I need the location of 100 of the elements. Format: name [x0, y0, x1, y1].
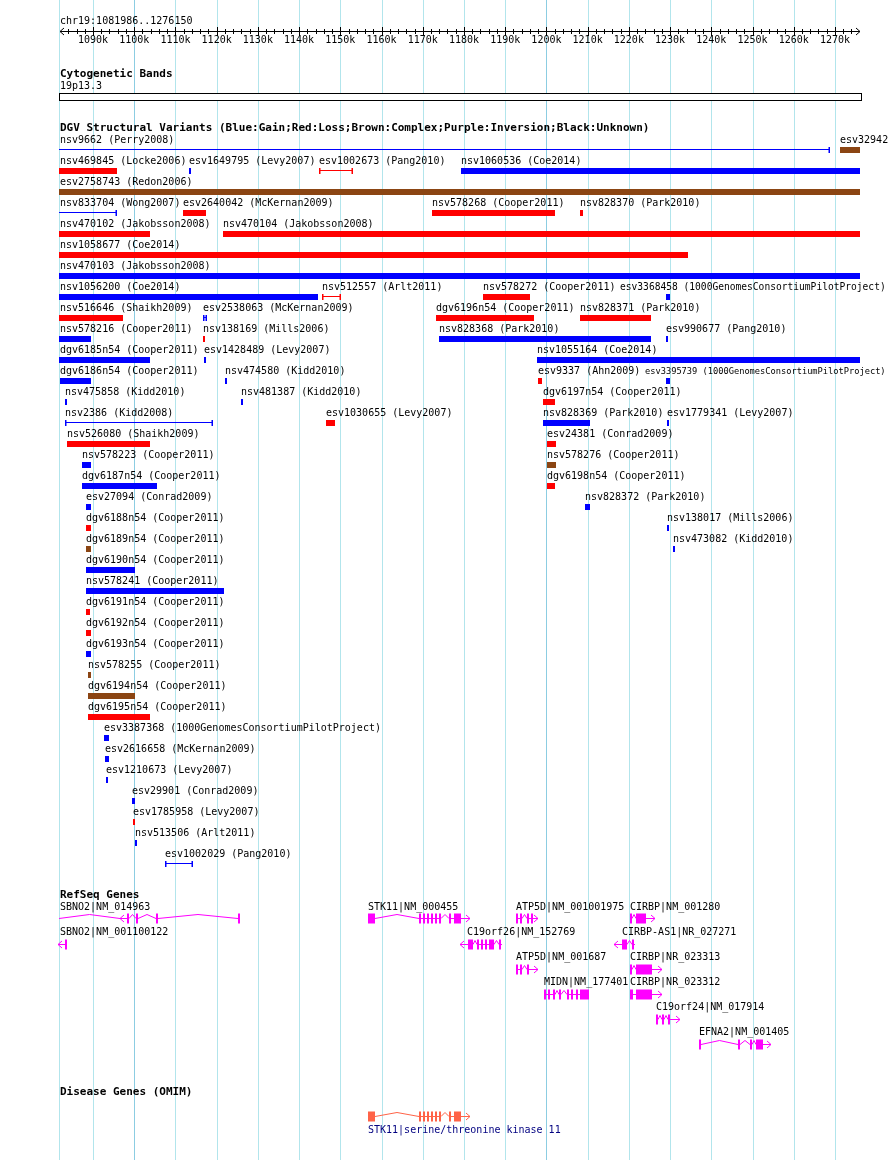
tick-label: 1120k — [201, 34, 232, 46]
track-title: Disease Genes (OMIM) — [60, 1085, 193, 1098]
tick-label: 1240k — [696, 34, 727, 46]
track-title: Cytogenetic Bands — [60, 67, 173, 80]
variant-label: esv3395739 (1000GenomesConsortiumPilotProject) — [645, 365, 886, 377]
variant-label: nsv473082 (Kidd2010) — [673, 533, 794, 545]
variant-label: nsv470102 (Jakobsson2008) — [60, 218, 211, 230]
gene-label: C19orf24|NM_017914 — [656, 1001, 765, 1013]
variant-label: nsv512557 (Arlt2011) — [322, 281, 443, 293]
variant-label: esv32942 — [840, 134, 889, 146]
tick-label: 1100k — [119, 34, 150, 46]
variant-label: nsv828370 (Park2010) — [580, 197, 701, 209]
gene-label: CIRBP|NR_023312 — [630, 976, 721, 988]
tick-label: 1200k — [531, 34, 562, 46]
variant-label: nsv138017 (Mills2006) — [667, 512, 794, 524]
variant-label: nsv470104 (Jakobsson2008) — [223, 218, 374, 230]
coordinate-label: chr19:1081986..1276150 — [60, 15, 193, 27]
tick-label: 1210k — [572, 34, 603, 46]
variant-label: esv1649795 (Levy2007) — [189, 155, 316, 167]
variant-label: nsv828372 (Park2010) — [585, 491, 706, 503]
variant-label: esv2758743 (Redon2006) — [60, 176, 193, 188]
variant-label: nsv2386 (Kidd2008) — [65, 407, 174, 419]
variant-label: nsv833704 (Wong2007) — [60, 197, 181, 209]
track-title: DGV Structural Variants (Blue:Gain;Red:Loss;Brown:Complex;Purple:Inversion;Black:Unknown) — [60, 121, 650, 134]
variant-label: nsv474580 (Kidd2010) — [225, 365, 346, 377]
variant-label: nsv1060536 (Coe2014) — [461, 155, 582, 167]
gene-label: CIRBP|NR_023313 — [630, 951, 721, 963]
variant-label: esv1785958 (Levy2007) — [133, 806, 260, 818]
variant-label: dgv6186n54 (Cooper2011) — [60, 365, 199, 377]
gene-label: CIRBP|NM_001280 — [630, 901, 721, 913]
variant-label: nsv828369 (Park2010) — [543, 407, 664, 419]
variant-label: esv27094 (Conrad2009) — [86, 491, 213, 503]
variant-label: nsv1056200 (Coe2014) — [60, 281, 181, 293]
variant-label: nsv469845 (Locke2006) — [60, 155, 187, 167]
tick-label: 1170k — [407, 34, 438, 46]
tick-label: 1150k — [325, 34, 356, 46]
gene-label: SBNO2|NM_014963 — [60, 901, 151, 913]
tick-label: 1190k — [490, 34, 521, 46]
tick-label: 1230k — [655, 34, 686, 46]
variant-label: dgv6187n54 (Cooper2011) — [82, 470, 221, 482]
variant-label: esv3368458 (1000GenomesConsortiumPilotProject) — [620, 281, 886, 293]
variant-label: nsv578276 (Cooper2011) — [547, 449, 680, 461]
variant-label: dgv6194n54 (Cooper2011) — [88, 680, 227, 692]
track-title: RefSeq Genes — [60, 888, 140, 901]
variant-label: esv1030655 (Levy2007) — [326, 407, 453, 419]
variant-label: dgv6191n54 (Cooper2011) — [86, 596, 225, 608]
variant-label: esv29901 (Conrad2009) — [132, 785, 259, 797]
tick-label: 1090k — [77, 34, 109, 46]
gene-label: C19orf26|NM_152769 — [467, 926, 576, 938]
variant-label: esv2640042 (McKernan2009) — [183, 197, 334, 209]
variant-label: nsv470103 (Jakobsson2008) — [60, 260, 211, 272]
tick-label: 1260k — [778, 34, 809, 46]
variant-label: nsv1058677 (Coe2014) — [60, 239, 181, 251]
variant-label: esv1779341 (Levy2007) — [667, 407, 794, 419]
tick-label: 1220k — [613, 34, 644, 46]
variant-label: nsv1055164 (Coe2014) — [537, 344, 658, 356]
variant-label: nsv9662 (Perry2008) — [60, 134, 175, 146]
variant-label: dgv6185n54 (Cooper2011) — [60, 344, 199, 356]
gene-label: EFNA2|NM_001405 — [699, 1026, 790, 1038]
variant-label: nsv513506 (Arlt2011) — [135, 827, 256, 839]
variant-label: nsv578268 (Cooper2011) — [432, 197, 565, 209]
tick-label: 1180k — [448, 34, 480, 46]
variant-label: nsv578241 (Cooper2011) — [86, 575, 219, 587]
variant-label: nsv481387 (Kidd2010) — [241, 386, 362, 398]
variant-label: esv990677 (Pang2010) — [666, 323, 787, 335]
tick-label: 1110k — [160, 34, 191, 46]
variant-label: nsv828371 (Park2010) — [580, 302, 701, 314]
variant-label: dgv6196n54 (Cooper2011) — [436, 302, 575, 314]
gene-label: ATP5D|NM_001687 — [516, 951, 607, 963]
disease-gene-label: STK11|serine/threonine kinase 11 — [368, 1124, 561, 1136]
variant-label: nsv578223 (Cooper2011) — [82, 449, 215, 461]
variant-label: esv1002673 (Pang2010) — [319, 155, 446, 167]
gene-label: MIDN|NM_177401 — [544, 976, 629, 988]
gene-label: CIRBP-AS1|NR_027271 — [622, 926, 737, 938]
variant-label: dgv6190n54 (Cooper2011) — [86, 554, 225, 566]
variant-label: nsv578272 (Cooper2011) — [483, 281, 616, 293]
variant-label: esv2538063 (McKernan2009) — [203, 302, 354, 314]
variant-label: nsv578255 (Cooper2011) — [88, 659, 221, 671]
tick-label: 1270k — [819, 34, 850, 46]
variant-label: esv2616658 (McKernan2009) — [105, 743, 256, 755]
variant-label: dgv6192n54 (Cooper2011) — [86, 617, 225, 629]
variant-label: nsv138169 (Mills2006) — [203, 323, 330, 335]
variant-label: esv3387368 (1000GenomesConsortiumPilotProject) — [104, 722, 381, 734]
gene-label: SBNO2|NM_001100122 — [60, 926, 169, 938]
variant-label: esv1210673 (Levy2007) — [106, 764, 233, 776]
gene-label: STK11|NM_000455 — [368, 901, 459, 913]
tick-label: 1250k — [737, 34, 768, 46]
variant-label: nsv828368 (Park2010) — [439, 323, 560, 335]
variant-label: esv1428489 (Levy2007) — [204, 344, 331, 356]
gene-label: ATP5D|NM_001001975 — [516, 901, 625, 913]
variant-label: nsv526080 (Shaikh2009) — [67, 428, 200, 440]
tick-label: 1130k — [242, 34, 273, 46]
variant-label: esv1002029 (Pang2010) — [165, 848, 292, 860]
variant-label: nsv475858 (Kidd2010) — [65, 386, 186, 398]
variant-label: dgv6193n54 (Cooper2011) — [86, 638, 225, 650]
variant-label: nsv516646 (Shaikh2009) — [60, 302, 193, 314]
variant-label: esv24381 (Conrad2009) — [547, 428, 674, 440]
variant-label: dgv6197n54 (Cooper2011) — [543, 386, 682, 398]
variant-label: dgv6188n54 (Cooper2011) — [86, 512, 225, 524]
cytoband-label: 19p13.3 — [60, 80, 103, 92]
